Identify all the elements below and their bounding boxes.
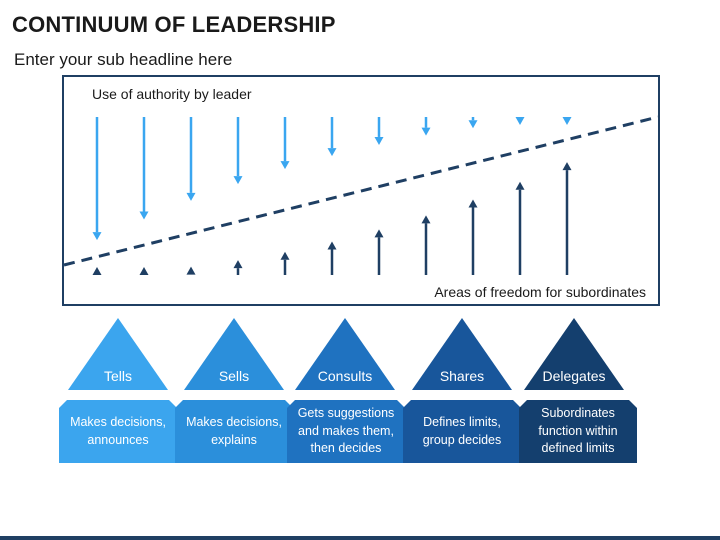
triangle-consults (295, 318, 395, 390)
freedom-arrow-head (421, 215, 431, 224)
authority-arrow-head (233, 176, 243, 185)
style-label-shares: Shares (439, 368, 485, 384)
freedom-arrow-head (186, 266, 196, 275)
authority-label: Use of authority by leader (92, 86, 252, 102)
style-description-sells: Makes decisions, explains (175, 400, 293, 463)
freedom-arrow (186, 266, 196, 275)
freedom-arrow (421, 215, 431, 275)
authority-arrow-head (562, 117, 572, 125)
freedom-arrow (280, 251, 290, 275)
freedom-arrow-head (562, 162, 572, 171)
authority-arrow-head (139, 211, 149, 220)
style-description-tells: Makes decisions, announces (59, 400, 177, 463)
freedom-arrow-head (327, 241, 337, 250)
freedom-arrow-head (139, 267, 149, 275)
triangle-tells (68, 318, 168, 390)
authority-arrow (92, 117, 102, 241)
continuum-panel (62, 75, 660, 306)
triangle-shares (412, 318, 512, 390)
authority-arrow-head (186, 192, 196, 201)
authority-arrow-head (421, 127, 431, 136)
freedom-arrow-head (374, 229, 384, 238)
freedom-arrow (92, 267, 102, 275)
dashed-divider-line (63, 115, 659, 267)
authority-arrow-head (92, 232, 102, 241)
authority-arrow (233, 117, 243, 185)
authority-arrow (186, 117, 196, 201)
authority-arrow (139, 117, 149, 220)
freedom-arrow (233, 260, 243, 275)
authority-arrow (468, 117, 478, 129)
page-title: CONTINUUM OF LEADERSHIP (12, 12, 336, 37)
authority-arrow (515, 117, 525, 125)
freedom-arrow-head (515, 181, 525, 190)
page-subtitle: Enter your sub headline here (14, 50, 233, 69)
authority-arrow (327, 117, 337, 157)
freedom-arrow-head (233, 260, 243, 269)
continuum-arrows (63, 115, 659, 275)
style-label-tells: Tells (103, 368, 132, 384)
freedom-label: Areas of freedom for subordinates (434, 284, 646, 300)
footer-bar (0, 536, 720, 540)
authority-arrow-head (468, 120, 478, 129)
freedom-arrow (139, 267, 149, 275)
freedom-arrow (374, 229, 384, 275)
freedom-arrow (468, 199, 478, 275)
style-label-sells: Sells (218, 368, 250, 384)
triangle-shape (412, 318, 512, 390)
style-label-consults: Consults (317, 368, 373, 384)
triangle-sells (184, 318, 284, 390)
style-description-delegates: Subordinates function within defined lim… (519, 400, 637, 463)
style-description-shares: Defines limits, group decides (403, 400, 521, 463)
authority-arrow (562, 117, 572, 125)
triangle-shape (184, 318, 284, 390)
freedom-arrow (515, 181, 525, 275)
triangle-shape (295, 318, 395, 390)
triangle-shape (524, 318, 624, 390)
freedom-arrow (327, 241, 337, 275)
authority-arrow-head (280, 161, 290, 170)
triangle-shape (68, 318, 168, 390)
freedom-arrow-head (280, 251, 290, 260)
triangle-delegates (524, 318, 624, 390)
authority-arrow-head (515, 117, 525, 125)
authority-arrow (421, 117, 431, 136)
style-label-delegates: Delegates (542, 368, 606, 384)
authority-arrow-head (327, 148, 337, 157)
authority-arrow (280, 117, 290, 170)
freedom-arrow (562, 162, 572, 275)
style-description-consults: Gets suggestions and makes them, then de… (287, 400, 405, 463)
freedom-arrow-head (92, 267, 102, 275)
authority-arrow-head (374, 136, 384, 145)
authority-arrow (374, 117, 384, 145)
freedom-arrow-head (468, 199, 478, 208)
